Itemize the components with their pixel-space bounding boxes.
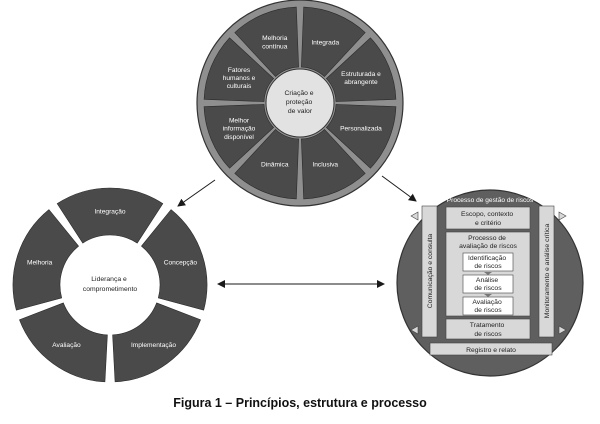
- principle-segment: [325, 104, 397, 169]
- framework-center-label: Liderança e comprometimento: [83, 276, 138, 293]
- framework-label: Implementação: [131, 342, 176, 349]
- framework-segment: [112, 302, 201, 383]
- principle-segment: [203, 104, 275, 169]
- identification-to-analysis-arrow: [484, 272, 492, 275]
- principles-wheel: Criação e proteção de valor IntegradaEst…: [196, 0, 404, 207]
- treatment-box: [445, 318, 531, 340]
- communication-label: Comunicação e consulta: [427, 234, 434, 309]
- scope-label: Escopo, contexto e critério: [461, 211, 515, 227]
- framework-center-circle: [62, 237, 158, 333]
- treatment-label: Tratamento de riscos: [470, 322, 506, 338]
- communication-bar: [421, 205, 438, 338]
- record-label: Registro e relato: [466, 347, 516, 354]
- analysis-label: Análise de riscos: [474, 277, 502, 292]
- principle-label: Inclusiva: [312, 161, 338, 168]
- arrow-principles-to-process: [381, 175, 417, 202]
- monitoring-arrow-bottom: [558, 325, 567, 335]
- analysis-to-evaluation-arrow: [484, 294, 492, 297]
- record-bar: [429, 342, 553, 356]
- framework-label: Avaliação: [52, 342, 81, 349]
- principle-segment: [301, 128, 366, 200]
- framework-segment: [19, 302, 108, 383]
- principles-center-circle: [265, 68, 335, 138]
- framework-segment: [141, 209, 208, 311]
- framework-segment: [56, 187, 164, 244]
- principle-label: Dinâmica: [261, 161, 289, 168]
- identification-label: Identificação de riscos: [468, 255, 508, 270]
- principle-segment: [203, 37, 275, 102]
- analysis-box: [462, 274, 514, 294]
- principle-segment: [234, 128, 299, 200]
- principle-label: Integrada: [311, 39, 339, 46]
- monitoring-arrow-top: [558, 211, 567, 221]
- framework-ring: Liderança e comprometimento IntegraçãoCo…: [12, 187, 208, 383]
- assessment-title: Processo de avaliação de riscos: [459, 235, 517, 250]
- monitoring-bar: [538, 205, 555, 338]
- communication-arrow-top: [410, 211, 419, 221]
- principle-segment: [234, 6, 299, 78]
- figure-caption: Figura 1 – Princípios, estrutura e proce…: [173, 396, 427, 410]
- evaluation-box: [462, 296, 514, 316]
- principle-segment: [301, 6, 366, 78]
- framework-label: Concepção: [164, 259, 198, 266]
- principle-label: Personalizada: [340, 126, 382, 133]
- principles-center-label: Criação e proteção de valor: [285, 90, 316, 115]
- process-wheel: Processo de gestão de riscos Comunicação…: [396, 189, 584, 377]
- process-title: Processo de gestão de riscos: [447, 197, 534, 204]
- framework-label: Integração: [94, 208, 125, 215]
- identification-box: [462, 252, 514, 272]
- evaluation-label: Avaliação de riscos: [472, 299, 503, 314]
- communication-arrow-bottom: [410, 325, 419, 335]
- framework-label: Melhoria: [27, 259, 53, 266]
- principle-segment: [325, 37, 397, 102]
- arrow-principles-to-framework: [177, 179, 216, 207]
- monitoring-label: Monitoramento e análise crítica: [544, 224, 551, 319]
- scope-box: [445, 206, 531, 230]
- framework-segment: [12, 209, 79, 311]
